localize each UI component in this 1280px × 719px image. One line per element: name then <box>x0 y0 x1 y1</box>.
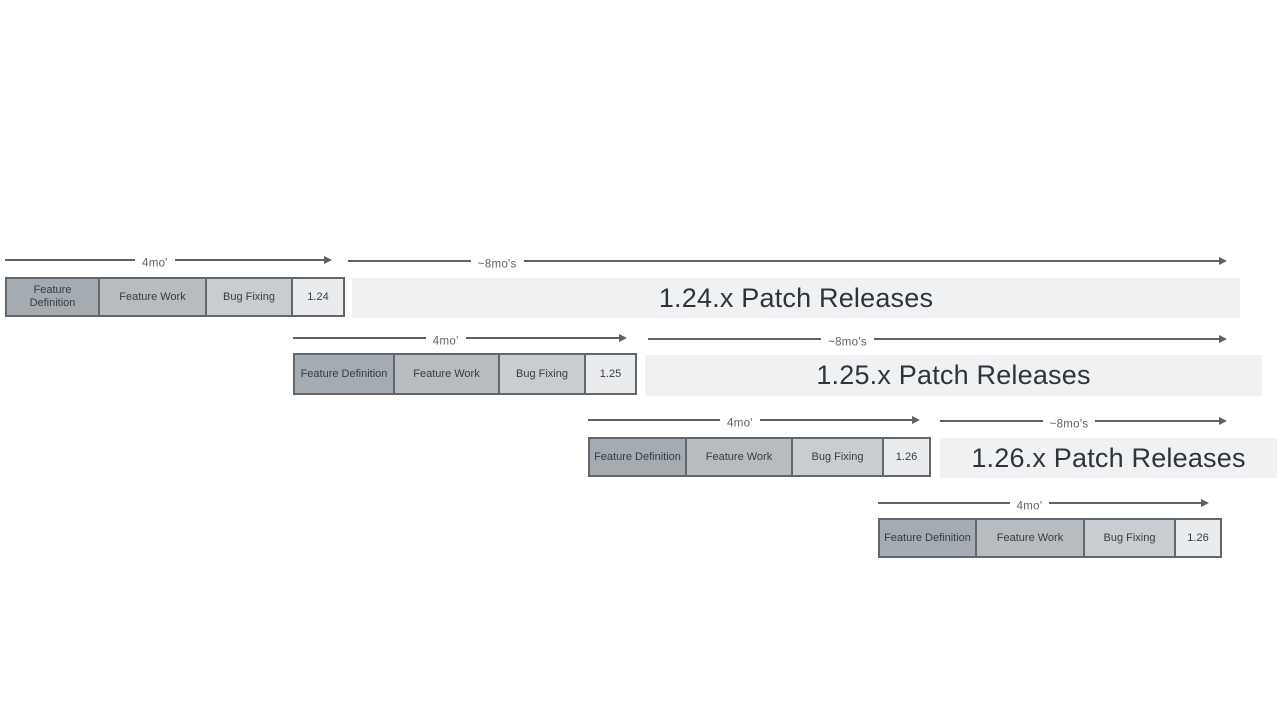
patch-release-label: 1.26.x Patch Releases <box>971 442 1246 473</box>
patch-duration-label: ~8mo's <box>470 258 524 271</box>
release-cycle-1-24: Feature Definition Feature Work Bug Fixi… <box>5 277 345 317</box>
patch-release-band-1-26: 1.26.x Patch Releases <box>940 438 1277 478</box>
patch-release-band-1-24: 1.24.x Patch Releases <box>352 278 1240 318</box>
patch-duration-arrow-1-24: ~8mo's <box>348 252 1228 271</box>
patch-duration-label: ~8mo's <box>821 336 874 349</box>
patch-duration-arrow-1-25: ~8mo's <box>648 330 1228 349</box>
cycle-duration-label: 4mo' <box>425 335 466 348</box>
release-cycle-1-26: Feature Definition Feature Work Bug Fixi… <box>588 437 931 477</box>
phase-box-feature-definition: Feature Definition <box>878 518 977 558</box>
phase-box-bug-fixing: Bug Fixing <box>1083 518 1176 558</box>
arrowhead-icon <box>1049 499 1209 507</box>
phase-box-feature-work: Feature Work <box>98 277 207 317</box>
release-cycle-1-25: Feature Definition Feature Work Bug Fixi… <box>293 353 637 395</box>
arrow-line <box>940 420 1043 422</box>
version-box: 1.25 <box>584 353 637 395</box>
patch-release-label: 1.25.x Patch Releases <box>816 360 1091 390</box>
arrowhead-icon <box>873 335 1228 343</box>
patch-release-band-1-25: 1.25.x Patch Releases <box>645 355 1262 396</box>
arrowhead-icon <box>174 256 333 264</box>
patch-duration-arrow-1-26: ~8mo's <box>940 412 1227 431</box>
phase-box-feature-work: Feature Work <box>685 437 793 477</box>
arrowhead-icon <box>465 334 628 342</box>
phase-box-bug-fixing: Bug Fixing <box>791 437 884 477</box>
arrow-line <box>5 259 135 261</box>
phase-box-feature-definition: Feature Definition <box>293 353 395 395</box>
cycle-duration-label: 4mo' <box>720 417 760 430</box>
phase-box-feature-work: Feature Work <box>393 353 500 395</box>
arrow-line <box>588 419 720 421</box>
version-box: 1.26 <box>1174 518 1222 558</box>
arrow-line <box>293 337 426 339</box>
cycle-duration-arrow-1-24: 4mo' <box>5 251 333 270</box>
phase-box-bug-fixing: Bug Fixing <box>205 277 293 317</box>
phase-box-feature-work: Feature Work <box>975 518 1085 558</box>
phase-box-feature-definition: Feature Definition <box>5 277 100 317</box>
phase-box-feature-definition: Feature Definition <box>588 437 687 477</box>
release-cycle-next: Feature Definition Feature Work Bug Fixi… <box>878 518 1222 558</box>
patch-duration-label: ~8mo's <box>1042 418 1096 431</box>
arrowhead-icon <box>759 416 921 424</box>
arrow-line <box>878 502 1010 504</box>
patch-release-label: 1.24.x Patch Releases <box>658 282 934 313</box>
cycle-duration-arrow-1-25: 4mo' <box>293 329 628 348</box>
cycle-duration-arrow-next: 4mo' <box>878 494 1209 513</box>
phase-box-bug-fixing: Bug Fixing <box>498 353 586 395</box>
version-box: 1.26 <box>882 437 931 477</box>
arrow-line <box>348 260 471 262</box>
arrowhead-icon <box>1095 417 1227 425</box>
cycle-duration-label: 4mo' <box>1009 500 1050 513</box>
version-box: 1.24 <box>291 277 345 317</box>
arrow-line <box>648 338 822 340</box>
arrowhead-icon <box>523 257 1228 265</box>
cycle-duration-arrow-1-26: 4mo' <box>588 411 921 430</box>
cycle-duration-label: 4mo' <box>135 257 175 270</box>
